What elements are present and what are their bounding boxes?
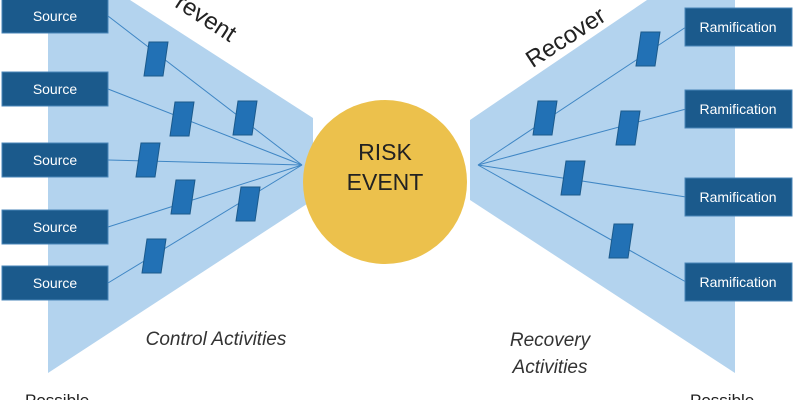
ramification-label: Ramification xyxy=(699,19,776,35)
recovery-activities-caption-line2: Activities xyxy=(512,357,588,378)
recovery-barrier xyxy=(635,31,661,67)
ramification-label: Ramification xyxy=(699,101,776,117)
risk-event-label-line2: EVENT xyxy=(347,169,424,195)
source-label: Source xyxy=(33,152,78,168)
ramification-box[interactable] xyxy=(684,262,793,302)
source-link-line xyxy=(107,88,303,166)
control-barrier xyxy=(232,100,258,136)
control-barrier xyxy=(169,101,195,137)
source-label: Source xyxy=(33,81,78,97)
recovery-barrier xyxy=(560,160,586,196)
ramification-box[interactable] xyxy=(684,177,793,217)
possible-causes-label: Possible xyxy=(25,391,89,400)
source-box[interactable] xyxy=(1,142,109,178)
source-link-line xyxy=(107,15,303,166)
control-barrier xyxy=(143,41,169,77)
ramification-link-line xyxy=(477,164,687,283)
source-box[interactable] xyxy=(1,0,109,34)
ramification-box[interactable] xyxy=(684,7,793,47)
source-label: Source xyxy=(33,275,78,291)
recover-wedge xyxy=(470,0,735,373)
source-link-line xyxy=(107,164,303,228)
source-box[interactable] xyxy=(1,265,109,301)
risk-event-circle xyxy=(303,100,467,264)
control-barrier xyxy=(135,142,161,178)
control-activities-caption: Control Activities xyxy=(146,329,287,350)
source-box[interactable] xyxy=(1,71,109,107)
source-label: Source xyxy=(33,219,78,235)
source-link-line xyxy=(107,164,303,284)
recovery-barrier xyxy=(532,100,558,136)
ramification-box[interactable] xyxy=(684,89,793,129)
control-barrier xyxy=(235,186,261,222)
recovery-activities-caption-line1: Recovery xyxy=(510,330,592,351)
control-barrier xyxy=(170,179,196,215)
ramification-link-line xyxy=(477,108,687,166)
recovery-barrier xyxy=(608,223,634,259)
ramification-label: Ramification xyxy=(699,189,776,205)
control-barrier xyxy=(141,238,167,274)
source-label: Source xyxy=(33,8,78,24)
source-box[interactable] xyxy=(1,209,109,245)
recovery-barrier xyxy=(615,110,641,146)
risk-event-label-line1: RISK xyxy=(358,139,412,165)
ramification-label: Ramification xyxy=(699,274,776,290)
possible-consequences-label: Possible xyxy=(690,391,754,400)
